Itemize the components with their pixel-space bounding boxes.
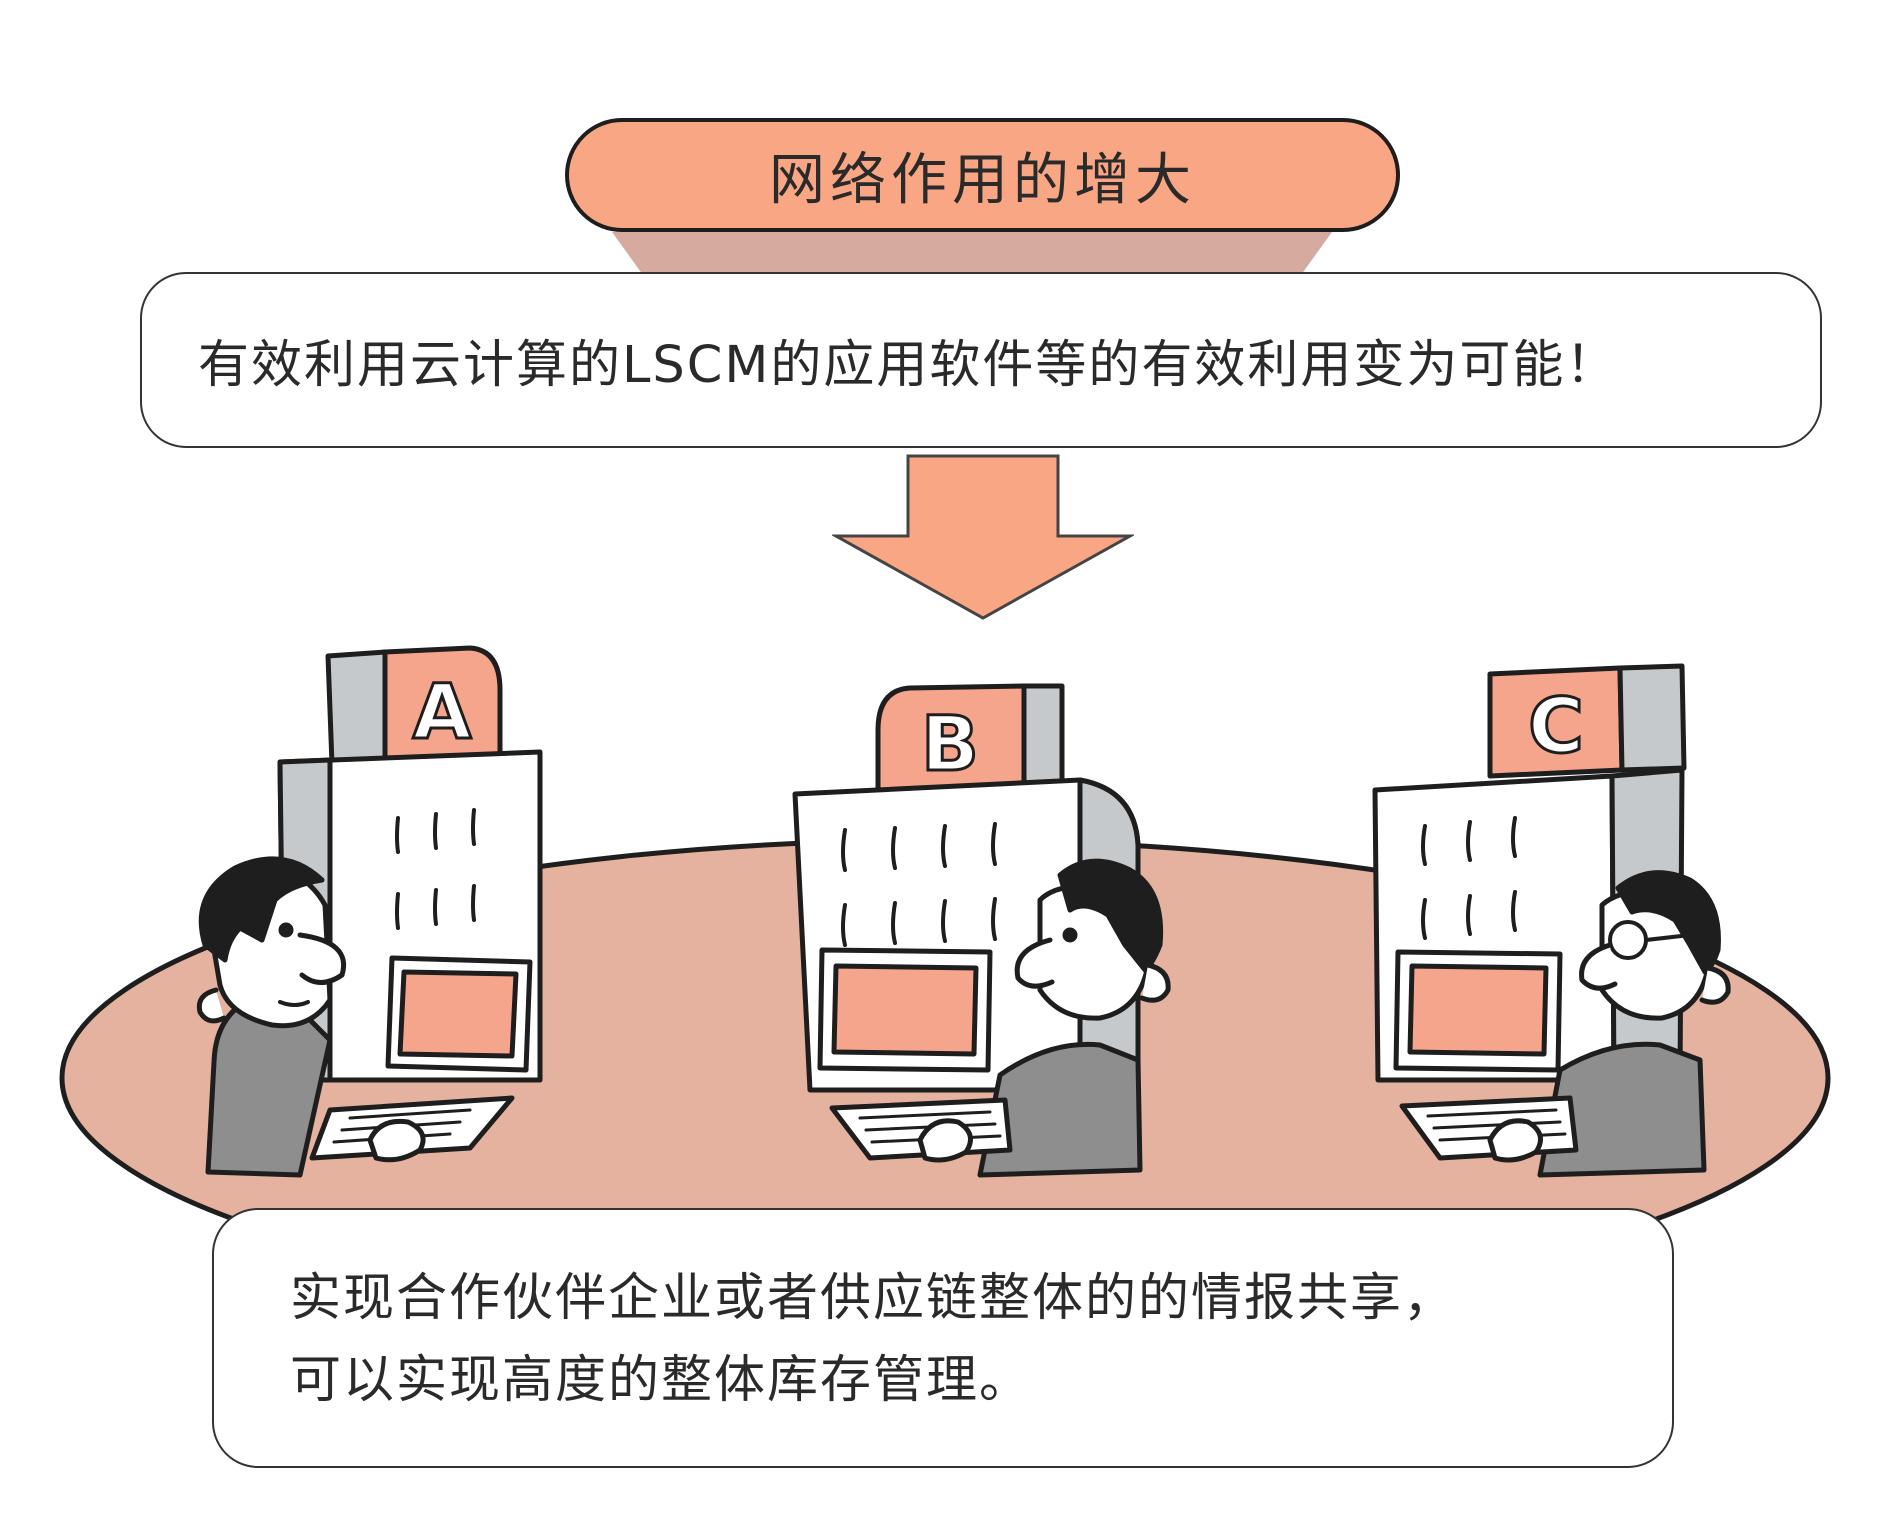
- result-line-1: 实现合作伙伴企业或者供应链整体的的情报共享，: [290, 1269, 1457, 1328]
- building-c-label: C: [1528, 681, 1584, 770]
- title-shadow: [612, 232, 1332, 272]
- title-text: 网络作用的增大: [769, 147, 1196, 213]
- building-a-sign: [382, 645, 503, 763]
- company-a: [196, 645, 543, 1178]
- company-c: [1372, 663, 1731, 1178]
- building-b-label: B: [921, 699, 979, 788]
- result-box: 实现合作伙伴企业或者供应链整体的的情报共享， 可以实现高度的整体库存管理。: [212, 1208, 1674, 1468]
- statement-box: 有效利用云计算的LSCM的应用软件等的有效利用变为可能！: [140, 272, 1822, 448]
- result-line-2: 可以实现高度的整体库存管理。: [290, 1351, 1033, 1410]
- building-a-label: A: [413, 667, 472, 756]
- companies-illustration: A B C: [59, 645, 1831, 1280]
- title-banner: 网络作用的增大: [565, 118, 1400, 232]
- down-arrow-icon: [832, 454, 1134, 620]
- statement-text: 有效利用云计算的LSCM的应用软件等的有效利用变为可能！: [198, 336, 1619, 395]
- company-b: [792, 683, 1171, 1178]
